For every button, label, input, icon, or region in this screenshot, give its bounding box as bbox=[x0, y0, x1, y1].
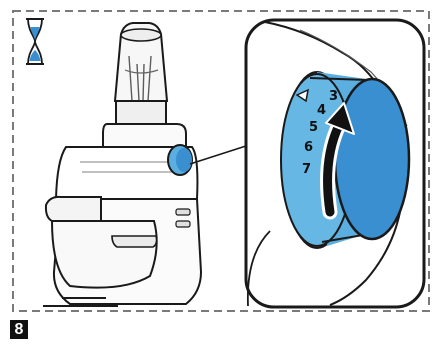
dial-number: 6 bbox=[304, 140, 313, 155]
step-number-badge: 8 bbox=[10, 320, 28, 339]
hourglass-icon bbox=[26, 19, 44, 64]
dial-number: 4 bbox=[317, 103, 326, 118]
dial-number: 3 bbox=[329, 89, 338, 104]
dial-number: 5 bbox=[309, 120, 318, 135]
food-processor-appliance bbox=[43, 23, 201, 306]
dial-number: 7 bbox=[302, 162, 311, 177]
zoom-callout: 3 4 5 6 7 bbox=[246, 20, 424, 307]
speed-dial-small bbox=[168, 145, 192, 175]
speed-dial-zoom: 3 4 5 6 7 bbox=[281, 72, 409, 248]
callout-line bbox=[190, 145, 249, 164]
